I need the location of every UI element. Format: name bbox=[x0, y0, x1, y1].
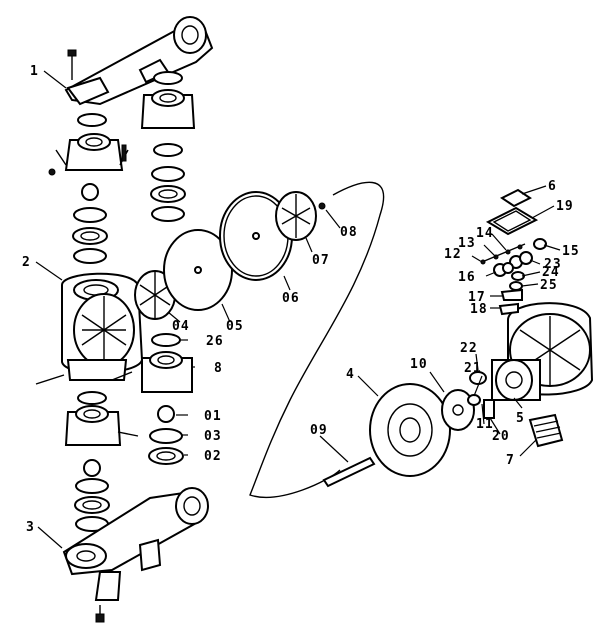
left-lower-stack bbox=[64, 391, 139, 532]
label-8: 8 bbox=[214, 361, 223, 376]
label-11: 11 bbox=[476, 417, 494, 432]
label-09: 09 bbox=[310, 423, 328, 438]
right-lower-stack bbox=[141, 333, 193, 465]
label-2: 2 bbox=[22, 255, 31, 270]
label-12: 12 bbox=[444, 247, 462, 262]
label-02: 02 bbox=[204, 449, 222, 464]
shaft bbox=[322, 456, 376, 488]
inner-plate bbox=[441, 389, 475, 431]
label-18: 18 bbox=[470, 302, 488, 317]
muffler bbox=[528, 413, 564, 448]
label-15: 15 bbox=[562, 244, 580, 259]
air-valve-parts bbox=[480, 188, 547, 316]
label-1: 1 bbox=[30, 64, 39, 79]
outer-cover bbox=[369, 383, 451, 477]
group-loop bbox=[249, 181, 385, 498]
leader-lines bbox=[35, 70, 561, 549]
label-17: 17 bbox=[468, 290, 486, 305]
label-21: 21 bbox=[464, 361, 482, 376]
label-20: 20 bbox=[492, 429, 510, 444]
label-25: 25 bbox=[540, 278, 558, 293]
label-04: 04 bbox=[172, 319, 190, 334]
label-26: 26 bbox=[206, 334, 224, 349]
label-07: 07 bbox=[312, 253, 330, 268]
right-upper-stack bbox=[140, 71, 196, 222]
left-chamber bbox=[35, 272, 144, 385]
label-14: 14 bbox=[476, 226, 494, 241]
label-01: 01 bbox=[204, 409, 222, 424]
bottom-manifold bbox=[62, 487, 209, 623]
label-08: 08 bbox=[340, 225, 358, 240]
label-06: 06 bbox=[282, 291, 300, 306]
label-6: 6 bbox=[548, 179, 557, 194]
label-19: 19 bbox=[556, 199, 574, 214]
label-24: 24 bbox=[542, 265, 560, 280]
label-10: 10 bbox=[410, 357, 428, 372]
label-5: 5 bbox=[516, 411, 525, 426]
left-upper-stack bbox=[48, 113, 129, 264]
label-7: 7 bbox=[506, 453, 515, 468]
label-03: 03 bbox=[204, 429, 222, 444]
right-pump-body bbox=[467, 302, 594, 419]
top-manifold bbox=[64, 16, 214, 106]
diaphragm-parts bbox=[134, 191, 326, 320]
label-22: 22 bbox=[460, 341, 478, 356]
label-3: 3 bbox=[26, 520, 35, 535]
label-13: 13 bbox=[458, 236, 476, 251]
label-05: 05 bbox=[226, 319, 244, 334]
label-4: 4 bbox=[346, 367, 355, 382]
label-16: 16 bbox=[458, 270, 476, 285]
label-23: 23 bbox=[544, 257, 562, 272]
